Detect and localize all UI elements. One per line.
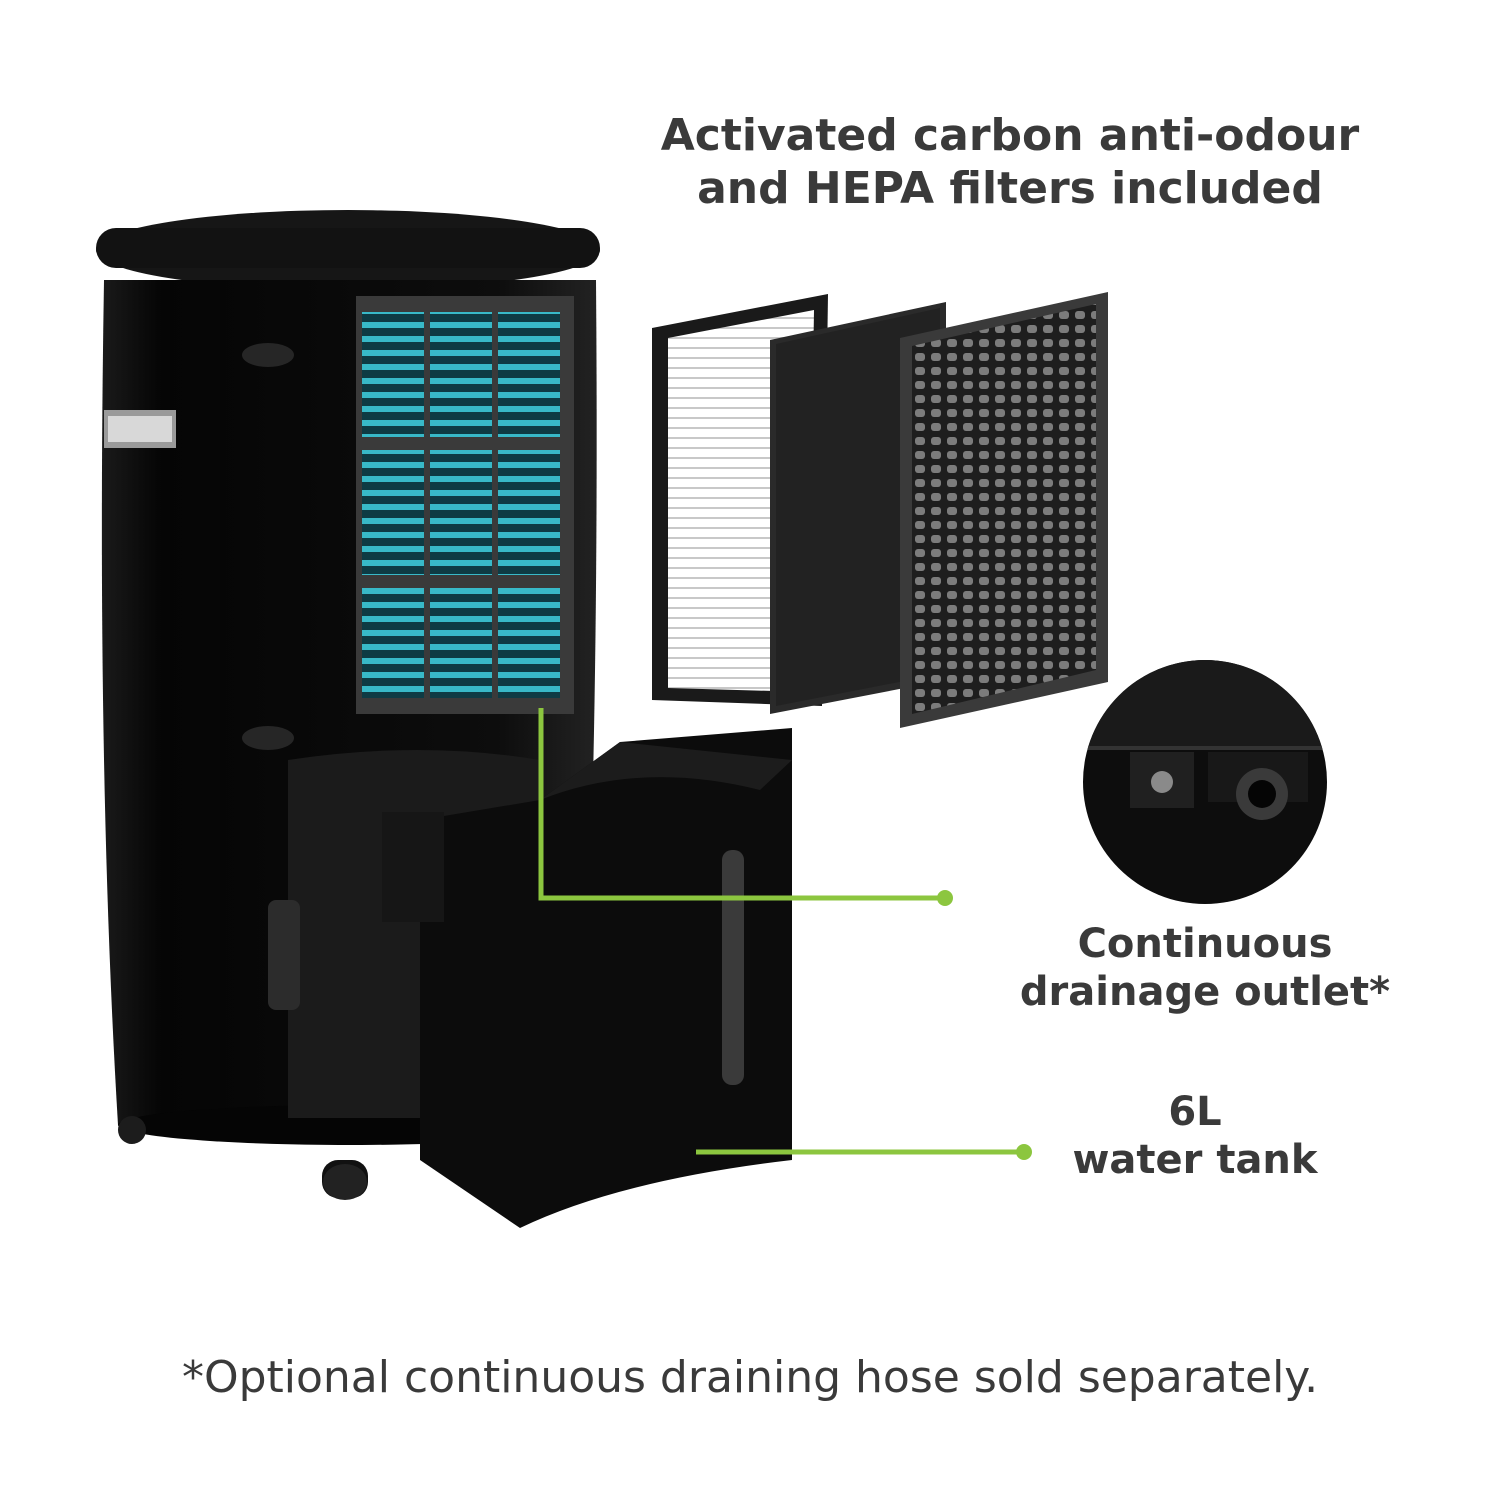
drain-outlet-closeup [1083,660,1327,904]
tank-caption: 6L water tank [1040,1088,1350,1184]
tank-caption-line1: 6L [1168,1089,1222,1135]
filters-caption-line2: and HEPA filters included [697,162,1323,214]
footnote: *Optional continuous draining hose sold … [181,1352,1319,1403]
callout-drain [538,708,953,906]
filters-caption-line1: Activated carbon anti-odour [660,110,1360,161]
drain-caption-line1: Continuous [1077,921,1333,967]
callout-tank [696,1144,1032,1160]
water-tank-illustration [382,728,792,1228]
front-grille-illustration [900,292,1108,728]
drain-caption-line2: drainage outlet* [1019,969,1391,1015]
tank-caption-line2: water tank [1072,1137,1318,1183]
drain-caption: Continuous drainage outlet* [985,920,1425,1016]
filters-caption: Activated carbon anti-odour and HEPA fil… [640,110,1380,216]
